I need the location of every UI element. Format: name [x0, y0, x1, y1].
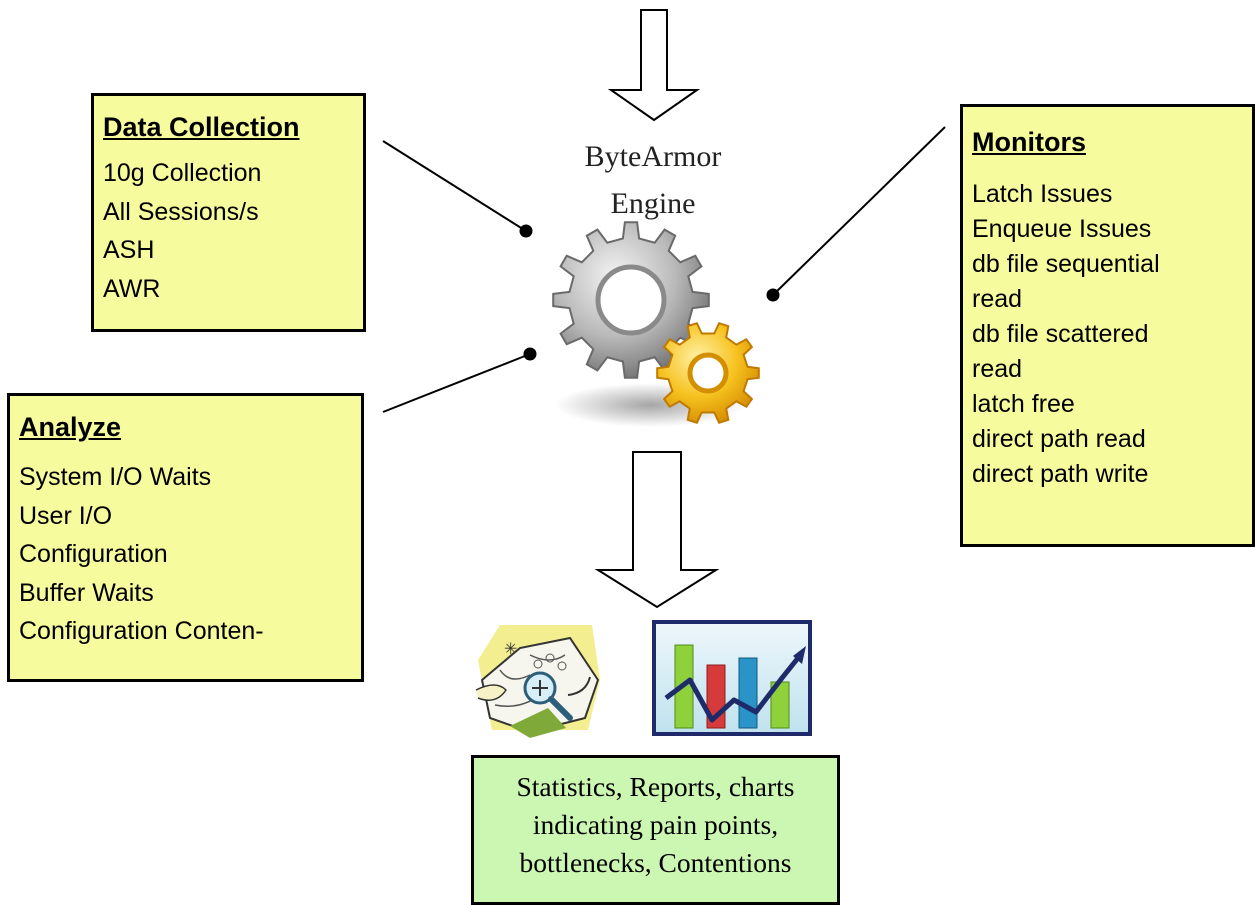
analyze-item: Configuration	[19, 540, 168, 568]
monitors-item: Enqueue Issues	[972, 215, 1152, 243]
map-magnifier-icon: ✳	[475, 625, 600, 738]
data-collection-title: Data Collection	[103, 112, 300, 142]
analyze-item: Buffer Waits	[19, 578, 154, 607]
data-collection-item: All Sessions/s	[103, 197, 259, 226]
analyze-title: Analyze	[19, 412, 122, 442]
monitors-item: direct path read	[972, 425, 1146, 453]
monitors-list: Latch Issues Enqueue Issues db file sequ…	[972, 177, 1252, 492]
monitors-item: Latch Issues	[972, 180, 1113, 208]
data-collection-item: ASH	[103, 236, 155, 264]
output-box: Statistics, Reports, charts indicating p…	[471, 755, 840, 905]
monitors-box: Monitors Latch Issues Enqueue Issues db …	[960, 104, 1255, 547]
engine-label-line2: Engine	[610, 187, 696, 220]
data-collection-item: AWR	[103, 274, 161, 303]
monitors-title: Monitors	[972, 127, 1086, 157]
analyze-box: Analyze System I/O Waits User I/O Config…	[7, 393, 364, 682]
bar-chart-trend-icon	[652, 620, 812, 736]
top-arrow	[607, 9, 701, 122]
analyze-list: System I/O Waits User I/O Configuration …	[19, 458, 361, 651]
gears-icon	[552, 221, 760, 427]
monitors-item: db file scattered	[972, 320, 1149, 348]
analyze-item: Configuration Conten-	[19, 617, 264, 645]
monitors-item: read	[972, 285, 1023, 313]
engine-label-line1: ByteArmor	[584, 140, 722, 173]
svg-text:✳: ✳	[504, 639, 517, 658]
analyze-item: System I/O Waits	[19, 463, 212, 491]
data-collection-box: Data Collection 10g Collection All Sessi…	[91, 93, 366, 332]
output-line: indicating pain points,	[532, 809, 779, 840]
monitors-item: latch free	[972, 390, 1075, 418]
connector-monitors	[766, 126, 946, 302]
connector-analyze	[382, 347, 537, 413]
monitors-item: db file sequential	[972, 250, 1160, 278]
engine-label: ByteArmor Engine	[548, 133, 758, 227]
bottom-arrow	[594, 451, 720, 609]
analyze-item: User I/O	[19, 501, 113, 530]
data-collection-item: 10g Collection	[103, 159, 262, 187]
output-line: bottlenecks, Contentions	[519, 847, 792, 878]
monitors-item: read	[972, 355, 1023, 383]
connector-data-collection	[382, 140, 533, 238]
monitors-item: direct path write	[972, 460, 1149, 488]
output-line: Statistics, Reports, charts	[516, 771, 795, 802]
data-collection-list: 10g Collection All Sessions/s ASH AWR	[103, 154, 363, 308]
